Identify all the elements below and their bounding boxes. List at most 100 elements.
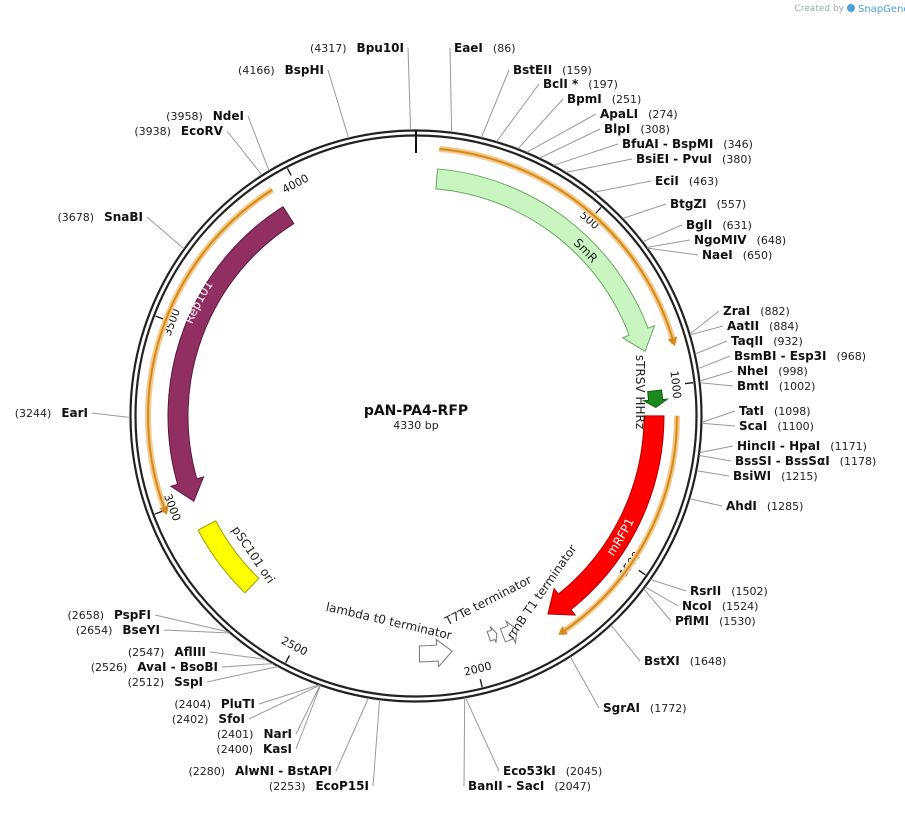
- site-name[interactable]: BlpI: [604, 122, 630, 136]
- site-name[interactable]: BspHI: [285, 63, 324, 77]
- site-name[interactable]: PspFI: [114, 608, 151, 622]
- site-bsiei[interactable]: BsiEI - PvuI(380): [636, 152, 752, 166]
- site-name[interactable]: BseYI: [122, 623, 160, 637]
- site-name[interactable]: TaqII: [731, 334, 763, 348]
- site-name[interactable]: NcoI: [682, 599, 712, 613]
- site-name[interactable]: PluTI: [221, 697, 255, 711]
- site-eari[interactable]: EarI(3244): [15, 406, 88, 420]
- site-nari[interactable]: NarI(2401): [217, 727, 292, 741]
- site-zrai[interactable]: ZraI(882): [723, 304, 790, 318]
- site-eaei[interactable]: EaeI(86): [454, 41, 516, 55]
- site-name[interactable]: KasI: [263, 742, 292, 756]
- site-sgrai[interactable]: SgrAI(1772): [603, 701, 686, 715]
- site-name[interactable]: EcoP15I: [315, 779, 369, 793]
- site-bsmbi[interactable]: BsmBI - Esp3I(968): [734, 349, 866, 363]
- site-name[interactable]: BglI: [686, 218, 712, 232]
- site-name[interactable]: BstXI: [644, 654, 680, 668]
- site-pluti[interactable]: PluTI(2404): [174, 697, 255, 711]
- site-tati[interactable]: TatI(1098): [739, 404, 811, 418]
- site-name[interactable]: EarI: [61, 406, 88, 420]
- site-taqii[interactable]: TaqII(932): [731, 334, 803, 348]
- site-name[interactable]: BstEII: [513, 63, 552, 77]
- site-name[interactable]: RsrII: [690, 584, 721, 598]
- site-name[interactable]: BtgZI: [670, 197, 707, 211]
- site-aatii[interactable]: AatII(884): [727, 319, 799, 333]
- site-name[interactable]: BmtI: [737, 379, 769, 393]
- site-name[interactable]: AvaI - BsoBI: [137, 660, 218, 674]
- site-bgli[interactable]: BglI(631): [686, 218, 752, 232]
- site-name[interactable]: Bpu10I: [357, 41, 404, 55]
- site-name[interactable]: BsiEI - PvuI: [636, 152, 712, 166]
- site-apali[interactable]: ApaLI(274): [600, 107, 678, 121]
- site-bpmi[interactable]: BpmI(251): [567, 92, 641, 106]
- site-position: (3678): [58, 211, 95, 224]
- site-name[interactable]: AhdI: [726, 499, 757, 513]
- site-bstxi[interactable]: BstXI(1648): [644, 654, 726, 668]
- site-snabi[interactable]: SnaBI (3678): [58, 210, 143, 224]
- site-hincii[interactable]: HincII - HpaI(1171): [737, 439, 867, 453]
- site-ncoi[interactable]: NcoI(1524): [682, 599, 758, 613]
- site-name[interactable]: EciI: [655, 174, 679, 188]
- site-name[interactable]: NdeI: [213, 109, 244, 123]
- site-name[interactable]: NgoMIV: [694, 233, 747, 247]
- site-blpi[interactable]: BlpI(308): [604, 122, 670, 136]
- site-pflmi[interactable]: PflMI(1530): [675, 614, 756, 628]
- site-bpu10i[interactable]: Bpu10I(4317): [310, 41, 404, 55]
- site-name[interactable]: BclI *: [543, 77, 579, 91]
- site-name[interactable]: ApaLI: [600, 107, 638, 121]
- site-name[interactable]: BssSI - BssSαI: [735, 454, 830, 468]
- site-name[interactable]: TatI: [739, 404, 764, 418]
- site-nhei[interactable]: NheI(998): [737, 364, 808, 378]
- site-sspi[interactable]: SspI(2512): [128, 675, 203, 689]
- site-name[interactable]: NarI: [263, 727, 292, 741]
- site-name[interactable]: NheI: [737, 364, 768, 378]
- site-bmti[interactable]: BmtI(1002): [737, 379, 815, 393]
- site-name[interactable]: SnaBI: [104, 210, 143, 224]
- site-name[interactable]: ScaI: [739, 419, 767, 433]
- site-name[interactable]: HincII - HpaI: [737, 439, 820, 453]
- site-bsiwi[interactable]: BsiWI(1215): [733, 469, 818, 483]
- site-name[interactable]: BsiWI: [733, 469, 771, 483]
- site-name[interactable]: EcoRV: [181, 124, 224, 138]
- site-name[interactable]: BpmI: [567, 92, 602, 106]
- site-ecorv[interactable]: EcoRV(3938): [134, 124, 223, 138]
- site-ahdi[interactable]: AhdI(1285): [726, 499, 803, 513]
- site-name[interactable]: Eco53kI: [503, 764, 556, 778]
- site-ecop15i[interactable]: EcoP15I(2253): [269, 779, 369, 793]
- site-ndei[interactable]: NdeI(3958): [166, 109, 244, 123]
- site-btgzi[interactable]: BtgZI(557): [670, 197, 746, 211]
- site-ecii[interactable]: EciI(463): [655, 174, 718, 188]
- site-name[interactable]: BsmBI - Esp3I: [734, 349, 826, 363]
- site-name[interactable]: BfuAI - BspMI: [622, 137, 713, 151]
- site-name[interactable]: AlwNI - BstAPI: [235, 764, 332, 778]
- site-bsteii[interactable]: BstEII(159): [513, 63, 592, 77]
- site-sfoi[interactable]: SfoI(2402): [172, 712, 245, 726]
- site-avai[interactable]: AvaI - BsoBI(2526): [91, 660, 218, 674]
- site-bseyi[interactable]: BseYI(2654): [76, 623, 160, 637]
- site-banii[interactable]: BanII - SacI(2047): [468, 779, 591, 793]
- site-name[interactable]: SspI: [174, 675, 203, 689]
- site-eco53ki[interactable]: Eco53kI(2045): [503, 764, 602, 778]
- site-name[interactable]: NaeI: [702, 248, 733, 262]
- site-kasi[interactable]: KasI(2400): [216, 742, 292, 756]
- site-bsphi[interactable]: BspHI(4166): [238, 63, 324, 77]
- site-name[interactable]: AatII: [727, 319, 759, 333]
- site-alwni[interactable]: AlwNI - BstAPI(2280): [189, 764, 332, 778]
- site-name[interactable]: PflMI: [675, 614, 709, 628]
- site-name[interactable]: SfoI: [218, 712, 245, 726]
- site-pspfi[interactable]: PspFI(2658): [67, 608, 151, 622]
- site-bcli[interactable]: BclI *(197): [543, 77, 618, 91]
- site-name[interactable]: BanII - SacI: [468, 779, 544, 793]
- site-afliii[interactable]: AflIII(2547): [128, 645, 206, 659]
- site-bfuai[interactable]: BfuAI - BspMI(346): [622, 137, 753, 151]
- site-ngomiv[interactable]: NgoMIV(648): [694, 233, 786, 247]
- feature-mrfp1: [547, 415, 665, 616]
- site-naei[interactable]: NaeI(650): [702, 248, 772, 262]
- site-scai[interactable]: ScaI(1100): [739, 419, 814, 433]
- site-name[interactable]: SgrAI: [603, 701, 640, 715]
- site-name[interactable]: AflIII: [174, 645, 206, 659]
- site-name[interactable]: EaeI: [454, 41, 483, 55]
- site-bsssi[interactable]: BssSI - BssSαI(1178): [735, 454, 876, 468]
- site-rsrii[interactable]: RsrII(1502): [690, 584, 768, 598]
- site-name[interactable]: ZraI: [723, 304, 750, 318]
